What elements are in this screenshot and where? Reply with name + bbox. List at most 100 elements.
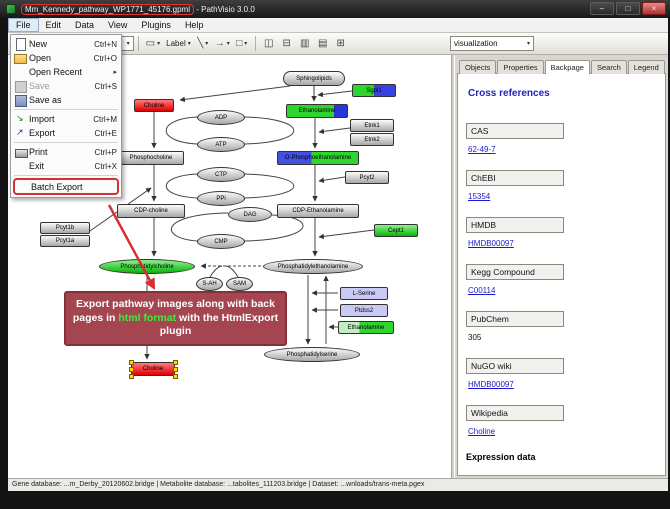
node-label: Phosphocholine — [129, 155, 173, 161]
pathway-node-etnk1[interactable]: Etnk1 — [350, 119, 394, 132]
selection-handle[interactable] — [173, 374, 178, 379]
blank-icon — [16, 181, 29, 193]
toolbar-separator — [137, 36, 139, 51]
pathway-node-cdp-choline[interactable]: CDP-choline — [117, 204, 185, 218]
file-menu-item-label: Print — [29, 147, 48, 157]
pathway-node-s-ah[interactable]: S-AH — [196, 277, 223, 291]
node-label: SAM — [232, 281, 246, 287]
label-tool-button[interactable]: Label▾ — [163, 35, 194, 53]
pathway-node-atp[interactable]: ATP — [197, 137, 245, 152]
line-icon: ╲ — [197, 37, 204, 49]
callout-text: with the HtmlExport plugin — [159, 311, 279, 338]
pathway-node-phosphatidylcholine[interactable]: Phosphatidylcholine — [99, 259, 195, 274]
pathway-node-ctp[interactable]: CTP — [197, 167, 245, 182]
pathway-node-ethanolamine[interactable]: Ethanolamine — [286, 104, 348, 118]
node-label: CMP — [214, 238, 228, 245]
xref-value-cas[interactable]: 62-49-7 — [468, 145, 496, 154]
selection-handle[interactable] — [173, 360, 178, 365]
file-menu-item-batch-export[interactable]: Batch Export — [13, 178, 119, 195]
selection-handle[interactable] — [129, 367, 134, 372]
splitter-handle[interactable] — [451, 55, 455, 478]
pathway-node-cdp-ethanolamine[interactable]: CDP-Ethanolamine — [277, 204, 359, 218]
selection-handle[interactable] — [129, 360, 134, 365]
file-menu-item-save-as[interactable]: Save as — [11, 93, 121, 107]
xref-value-wikipedia[interactable]: Choline — [468, 427, 496, 436]
pathway-node-ppi[interactable]: PPi — [197, 191, 245, 206]
pathway-node-ethanolamine[interactable]: Ethanolamine — [338, 321, 394, 334]
pathway-node-phosphocholine[interactable]: Phosphocholine — [118, 151, 184, 165]
align-center-y-button[interactable]: ⊟ — [278, 35, 296, 53]
file-menu-item-label: Open Recent — [29, 67, 83, 77]
arrow-icon: → — [214, 37, 225, 49]
pathway-node-dag[interactable]: DAG — [228, 207, 272, 222]
align-center-x-button[interactable]: ◫ — [260, 35, 278, 53]
pathway-node-pcyt2[interactable]: Pcyt2 — [345, 171, 389, 184]
pathway-node-sam[interactable]: SAM — [226, 277, 253, 291]
pathway-node-phosphatidylethanolamine[interactable]: Phosphatidylethanolamine — [263, 259, 363, 274]
menu-edit[interactable]: Edit — [45, 20, 62, 30]
menu-file[interactable]: File — [8, 18, 39, 32]
menu-view[interactable]: View — [108, 20, 128, 30]
chevron-down-icon: ▾ — [126, 41, 130, 47]
menu-separator — [14, 109, 118, 110]
pathway-node-adp[interactable]: ADP — [197, 110, 245, 125]
menu-plugins[interactable]: Plugins — [141, 20, 171, 30]
align-top-button[interactable]: ▤ — [314, 35, 332, 53]
tab-search[interactable]: Search — [590, 60, 627, 74]
new-icon — [14, 38, 27, 51]
align-left-button[interactable]: ▥ — [296, 35, 314, 53]
xref-value-chebi[interactable]: 15354 — [468, 192, 491, 201]
node-label: Ptdss2 — [354, 307, 374, 314]
pathway-node-cept1[interactable]: Cept1 — [374, 224, 418, 237]
visualization-select[interactable]: visualization ▾ — [450, 36, 534, 51]
pathway-node-pcyt1a[interactable]: Pcyt1a — [40, 235, 90, 247]
node-label: Phosphatidylserine — [286, 351, 338, 358]
gene-node-button[interactable]: ▭▾ — [143, 35, 163, 53]
line-tool-button[interactable]: ╲▾ — [194, 35, 212, 53]
minimize-button[interactable]: – — [590, 2, 614, 15]
maximize-button[interactable]: □ — [616, 2, 640, 15]
menu-help[interactable]: Help — [184, 20, 204, 30]
pathway-node-ptdss2[interactable]: Ptdss2 — [340, 304, 388, 317]
file-menu-item-shortcut: Ctrl+E — [94, 128, 117, 138]
xref-value-kegg-compound[interactable]: C00114 — [468, 286, 496, 295]
shape-tool-button[interactable]: □▾ — [233, 35, 251, 53]
window-title: Mm_Kennedy_pathway_WP1771_45176.gpml - P… — [21, 3, 255, 15]
pathway-node-phosphatidylserine[interactable]: Phosphatidylserine — [264, 347, 360, 362]
stack-button[interactable]: ⊞ — [332, 35, 350, 53]
pathway-node-choline[interactable]: Choline — [134, 99, 174, 112]
pathway-node-o-phosphoethanolamine[interactable]: O-Phosphoethanolamine — [277, 151, 359, 165]
file-menu-item-shortcut: Ctrl+S — [94, 81, 117, 91]
pathway-node-cmp[interactable]: CMP — [197, 234, 245, 249]
node-label: Pcyt1b — [55, 225, 75, 231]
open-icon — [14, 52, 27, 64]
xref-value-nugo-wiki[interactable]: HMDB00097 — [468, 380, 514, 389]
pathway-node-pcyt1b[interactable]: Pcyt1b — [40, 222, 90, 234]
pathway-node-etnk2[interactable]: Etnk2 — [350, 133, 394, 146]
menu-data[interactable]: Data — [75, 20, 95, 30]
pathway-node-choline[interactable]: Choline — [129, 360, 178, 379]
xref-value-hmdb[interactable]: HMDB00097 — [468, 239, 514, 248]
tab-backpage[interactable]: Backpage — [544, 60, 590, 74]
close-button[interactable]: × — [642, 2, 666, 15]
tab-objects[interactable]: Objects — [459, 60, 497, 74]
stack-icon: ⊞ — [336, 37, 345, 49]
selection-handle[interactable] — [129, 374, 134, 379]
selection-handle[interactable] — [173, 367, 178, 372]
pathway-node-sphingolipids[interactable]: Sphingolipids — [283, 71, 345, 86]
arrow-tool-button[interactable]: →▾ — [212, 35, 233, 53]
tab-legend[interactable]: Legend — [627, 60, 665, 74]
pathway-node-sgpl1[interactable]: Sgpl1 — [352, 84, 396, 97]
file-menu-item-open-recent[interactable]: Open Recent▸ — [11, 65, 121, 79]
tab-properties[interactable]: Properties — [497, 60, 544, 74]
pathway-node-l-serine[interactable]: L-Serine — [340, 287, 388, 300]
